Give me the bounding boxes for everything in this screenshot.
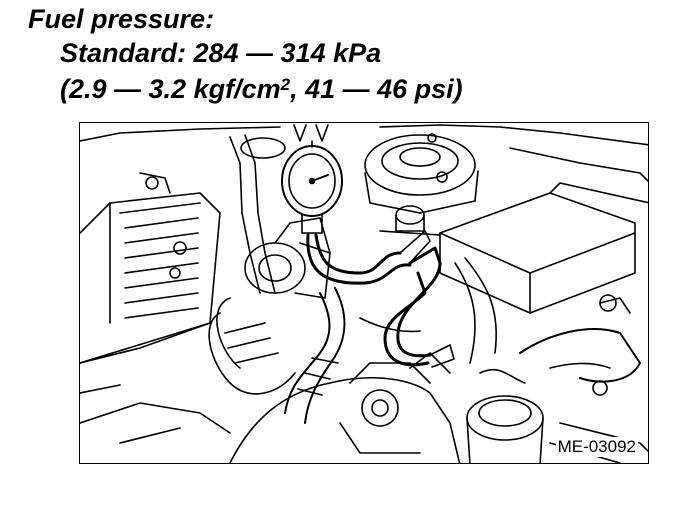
pressure-conversion-text: (2.9 — 3.2 kgf/cm2, 41 — 46 psi) [60, 72, 463, 106]
engine-illustration: ME-03092 [79, 122, 649, 464]
conversion-text-b: , 41 — 46 psi) [290, 74, 463, 104]
fuel-pressure-heading: Fuel pressure: [28, 4, 215, 34]
conversion-superscript: 2 [280, 75, 291, 94]
standard-pressure-text: Standard: 284 — 314 kPa [60, 38, 382, 68]
conversion-text-a: (2.9 — 3.2 kgf/cm [60, 74, 281, 104]
figure-code-label: ME-03092 [555, 437, 638, 457]
engine-line-drawing [80, 124, 648, 463]
